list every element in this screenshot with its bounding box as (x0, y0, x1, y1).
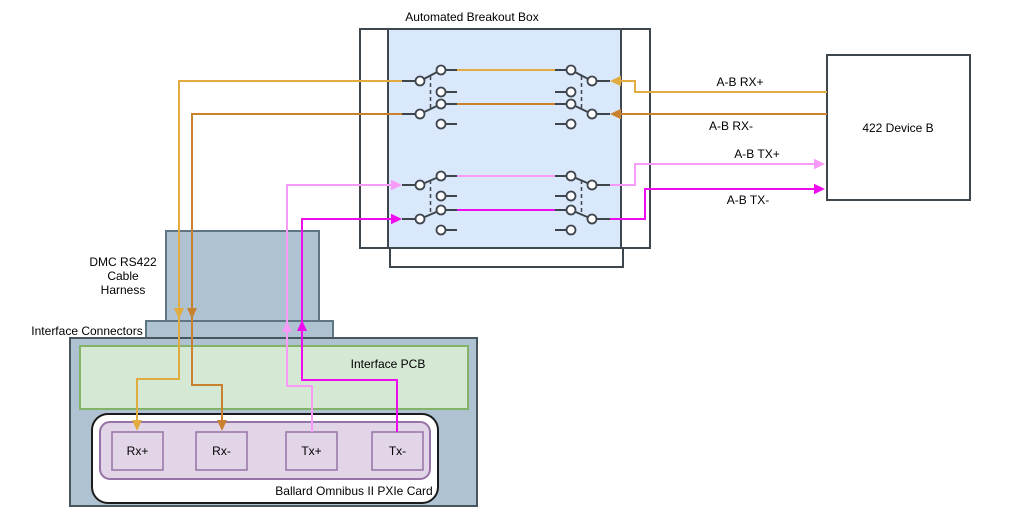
wire-label-tx-plus: A-B TX+ (734, 147, 779, 161)
device-b-label: 422 Device B (862, 121, 933, 135)
wire-rx-plus (132, 69, 827, 431)
switch-rx-left (402, 64, 457, 130)
rx-minus-arrow-into-connector (187, 308, 197, 319)
interface-pcb-label: Interface PCB (351, 357, 426, 371)
wire-tx-minus (297, 183, 825, 432)
cable-harness-box (165, 230, 320, 322)
device-b-box (826, 54, 971, 201)
switch-tx-right (555, 170, 610, 236)
port-rx-plus-label: Rx+ (127, 444, 149, 458)
switch-tx-left (402, 170, 457, 236)
wire-rx-minus (187, 103, 827, 431)
tx-plus-arrow-out-of-connector (282, 321, 292, 332)
port-rx-minus-label: Rx- (212, 444, 231, 458)
wire-tx-plus (282, 158, 825, 432)
wire-label-rx-minus: A-B RX- (709, 119, 753, 133)
rx-plus-arrow-into-connector (174, 308, 184, 319)
breakout-box-title: Automated Breakout Box (405, 10, 538, 24)
tx-minus-arrow-into-device (814, 183, 825, 195)
svg-text:Harness: Harness (101, 283, 146, 297)
harness-label: DMC RS422 Cable Harness (89, 255, 157, 297)
port-rx-plus-box (111, 431, 164, 471)
svg-text:DMC RS422: DMC RS422 (89, 255, 157, 269)
rx-minus-arrow-into-port (217, 420, 227, 431)
tx-minus-arrow-out-of-connector (297, 320, 307, 331)
breakout-box (359, 28, 651, 268)
svg-text:Cable: Cable (107, 269, 139, 283)
tx-minus-arrow-into-breakout (391, 213, 402, 225)
port-tx-plus-box (285, 431, 338, 471)
port-tx-plus-label: Tx+ (301, 444, 321, 458)
tx-plus-arrow-into-device (814, 158, 825, 170)
rx-plus-arrow-into-breakout (610, 75, 621, 87)
interface-connectors-label: Interface Connectors (31, 324, 142, 338)
switch-rx-right (555, 64, 610, 130)
rx-plus-arrow-into-port (132, 420, 142, 431)
port-strip-box (99, 421, 431, 480)
card-label: Ballard Omnibus II PXIe Card (275, 484, 432, 498)
tx-plus-arrow-into-breakout (391, 179, 402, 191)
port-tx-minus-label: Tx- (389, 444, 406, 458)
interface-pcb-box (79, 345, 469, 410)
breakout-left-connector-panel (359, 28, 389, 249)
wire-label-tx-minus: A-B TX- (727, 193, 769, 207)
rx-minus-arrow-into-breakout (610, 108, 621, 120)
port-rx-minus-box (195, 431, 248, 471)
wire-label-rx-plus: A-B RX+ (716, 75, 763, 89)
